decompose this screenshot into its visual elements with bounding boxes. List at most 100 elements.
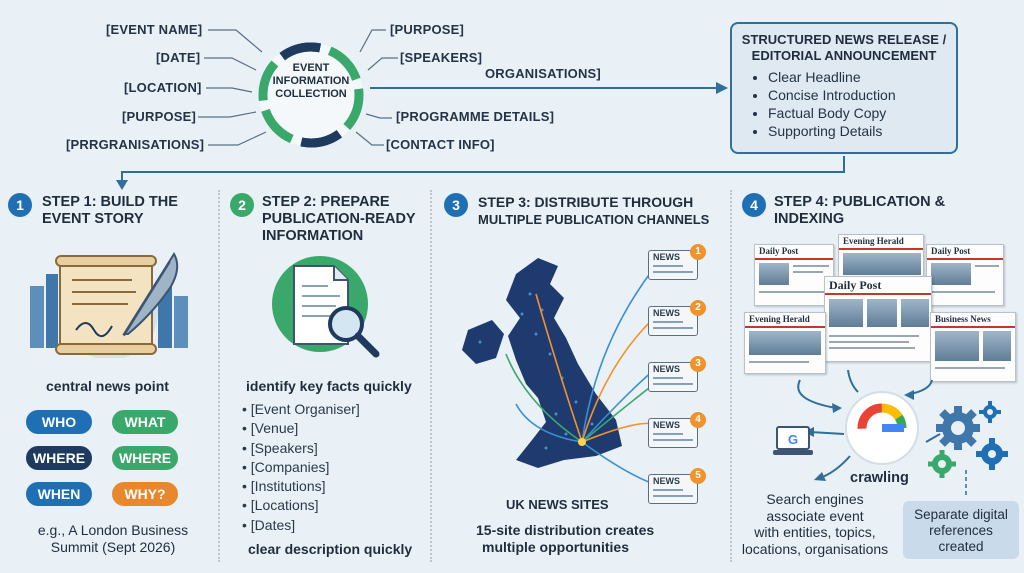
- description-line: associate event: [766, 507, 864, 524]
- story-scroll-illustration: [30, 252, 188, 358]
- step-2-footer: clear description quickly: [248, 541, 413, 557]
- field-date: [DATE]: [156, 50, 201, 65]
- step-title-line: INDEXING: [774, 211, 845, 227]
- description-line: Search engines: [766, 491, 864, 507]
- divider: [430, 190, 432, 562]
- step-4-title: STEP 4: PUBLICATION & INDEXING: [774, 194, 945, 228]
- news-site-2: NEWS: [648, 306, 698, 336]
- step-1-caption: central news point: [46, 378, 169, 394]
- release-item: Supporting Details: [768, 122, 956, 140]
- description-line: locations, organisations: [741, 540, 889, 557]
- hub-title-line: COLLECTION: [275, 88, 347, 100]
- newspaper: Daily Post: [824, 276, 932, 362]
- step-1-example: e.g., A London Business Summit (Sept 202…: [28, 522, 198, 556]
- field-contact-info: [CONTACT INFO]: [386, 137, 495, 152]
- news-badge-5: 5: [690, 468, 706, 484]
- key-facts-list: [Event Organiser] [Venue] [Speakers] [Co…: [242, 400, 360, 535]
- collection-connectors: [116, 29, 845, 190]
- hub-title-line: INFORMATION: [272, 75, 350, 87]
- news-site-1: NEWS: [648, 250, 698, 280]
- step-title-line: STEP 4: PUBLICATION &: [774, 194, 946, 210]
- step-3-caption: 15-site distribution creates multiple op…: [476, 522, 654, 556]
- fact-item: [Locations]: [242, 496, 360, 515]
- pill-what: WHAT: [112, 410, 178, 434]
- news-site-3: NEWS: [648, 362, 698, 392]
- separate-line: references: [929, 523, 993, 538]
- step-title-line: STEP 1: BUILD THE: [42, 194, 178, 210]
- hub-title: EVENT INFORMATION COLLECTION: [252, 62, 370, 101]
- news-label: NEWS: [653, 252, 680, 262]
- field-purpose-left: [PURPOSE]: [122, 109, 197, 124]
- release-item: Clear Headline: [768, 68, 956, 86]
- pill-where: WHERE: [26, 446, 92, 470]
- newspaper: Evening Herald: [744, 312, 826, 374]
- pill-when: WHEN: [26, 482, 92, 506]
- news-badge-1: 1: [690, 244, 706, 260]
- collection-ring: [258, 42, 364, 148]
- divider: [730, 190, 732, 562]
- field-purpose-right: [PURPOSE]: [390, 22, 465, 37]
- release-item: Concise Introduction: [768, 86, 956, 104]
- news-label: NEWS: [653, 308, 680, 318]
- step-4-number: 4: [742, 193, 766, 217]
- hub-title-line: EVENT: [292, 62, 330, 74]
- release-title-line: EDITORIAL ANNOUNCEMENT: [751, 48, 937, 63]
- google-search-logo: [845, 391, 919, 465]
- newspaper-masthead: Evening Herald: [843, 236, 904, 246]
- newspaper-masthead: Daily Post: [829, 278, 882, 292]
- caption-line: multiple opportunities: [482, 539, 629, 555]
- field-organisations-left: [PRRGRANISATIONS]: [66, 137, 205, 152]
- release-item: Factual Body Copy: [768, 104, 956, 122]
- crawling-label: crawling: [850, 470, 909, 486]
- news-badge-2: 2: [690, 300, 706, 316]
- fact-item: [Dates]: [242, 516, 360, 535]
- step-title-line: MULTIPLE PUBLICATION CHANNELS: [478, 212, 710, 227]
- news-release-box: STRUCTURED NEWS RELEASE / EDITORIAL ANNO…: [730, 22, 958, 154]
- step-1-number: 1: [8, 193, 32, 217]
- news-site-4: NEWS: [648, 418, 698, 448]
- fact-item: [Venue]: [242, 419, 360, 438]
- separate-line: created: [938, 539, 984, 554]
- uk-news-sites-label: UK NEWS SITES: [506, 497, 609, 512]
- caption-line: 15-site distribution creates: [476, 522, 655, 538]
- field-event-name: [EVENT NAME]: [106, 22, 203, 37]
- gears-icon: [928, 401, 1008, 478]
- fact-item: [Companies]: [242, 458, 360, 477]
- release-items: Clear Headline Concise Introduction Fact…: [754, 68, 956, 140]
- newspaper-masthead: Daily Post: [759, 246, 799, 256]
- release-title: STRUCTURED NEWS RELEASE / EDITORIAL ANNO…: [738, 32, 950, 64]
- laptop-logo-letter: G: [788, 432, 798, 447]
- step-3-title: STEP 3: DISTRIBUTE THROUGH MULTIPLE PUBL…: [478, 194, 709, 228]
- example-line: Summit (Sept 2026): [50, 539, 176, 555]
- field-programme-details: [PROGRAMME DETAILS]: [396, 109, 555, 124]
- separate-references-box: Separate digital references created: [903, 501, 1019, 559]
- newspaper-masthead: Evening Herald: [749, 314, 810, 324]
- document-magnifier-icon: [272, 256, 380, 358]
- pill-who: WHO: [26, 410, 92, 434]
- pill-where-2: WHERE: [112, 446, 178, 470]
- news-site-5: NEWS: [648, 474, 698, 504]
- fact-item: [Institutions]: [242, 477, 360, 496]
- uk-distribution-map: [462, 258, 655, 485]
- pill-why: WHY?: [112, 482, 178, 506]
- step-title-line: STEP 2: PREPARE: [262, 194, 390, 210]
- news-badge-3: 3: [690, 356, 706, 372]
- description-line: with entities, topics,: [754, 524, 876, 540]
- field-speakers: [SPEAKERS]: [400, 50, 483, 65]
- news-label: NEWS: [653, 364, 680, 374]
- release-title-line: STRUCTURED NEWS RELEASE /: [741, 32, 947, 47]
- step-title-line: EVENT STORY: [42, 211, 144, 227]
- step-2-title: STEP 2: PREPARE PUBLICATION-READY INFORM…: [262, 194, 416, 245]
- newspaper: Daily Post: [754, 244, 834, 306]
- divider: [218, 190, 220, 562]
- news-label: NEWS: [653, 476, 680, 486]
- newspaper: Business News: [930, 312, 1016, 382]
- news-label: NEWS: [653, 420, 680, 430]
- step-1-title: STEP 1: BUILD THE EVENT STORY: [42, 194, 178, 228]
- step-title-line: PUBLICATION-READY: [262, 211, 416, 227]
- step-title-line: INFORMATION: [262, 228, 364, 244]
- field-organisations-right: ORGANISATIONS]: [485, 66, 601, 81]
- laptop-search-icon: G: [773, 426, 813, 455]
- news-badge-4: 4: [690, 412, 706, 428]
- fact-item: [Speakers]: [242, 439, 360, 458]
